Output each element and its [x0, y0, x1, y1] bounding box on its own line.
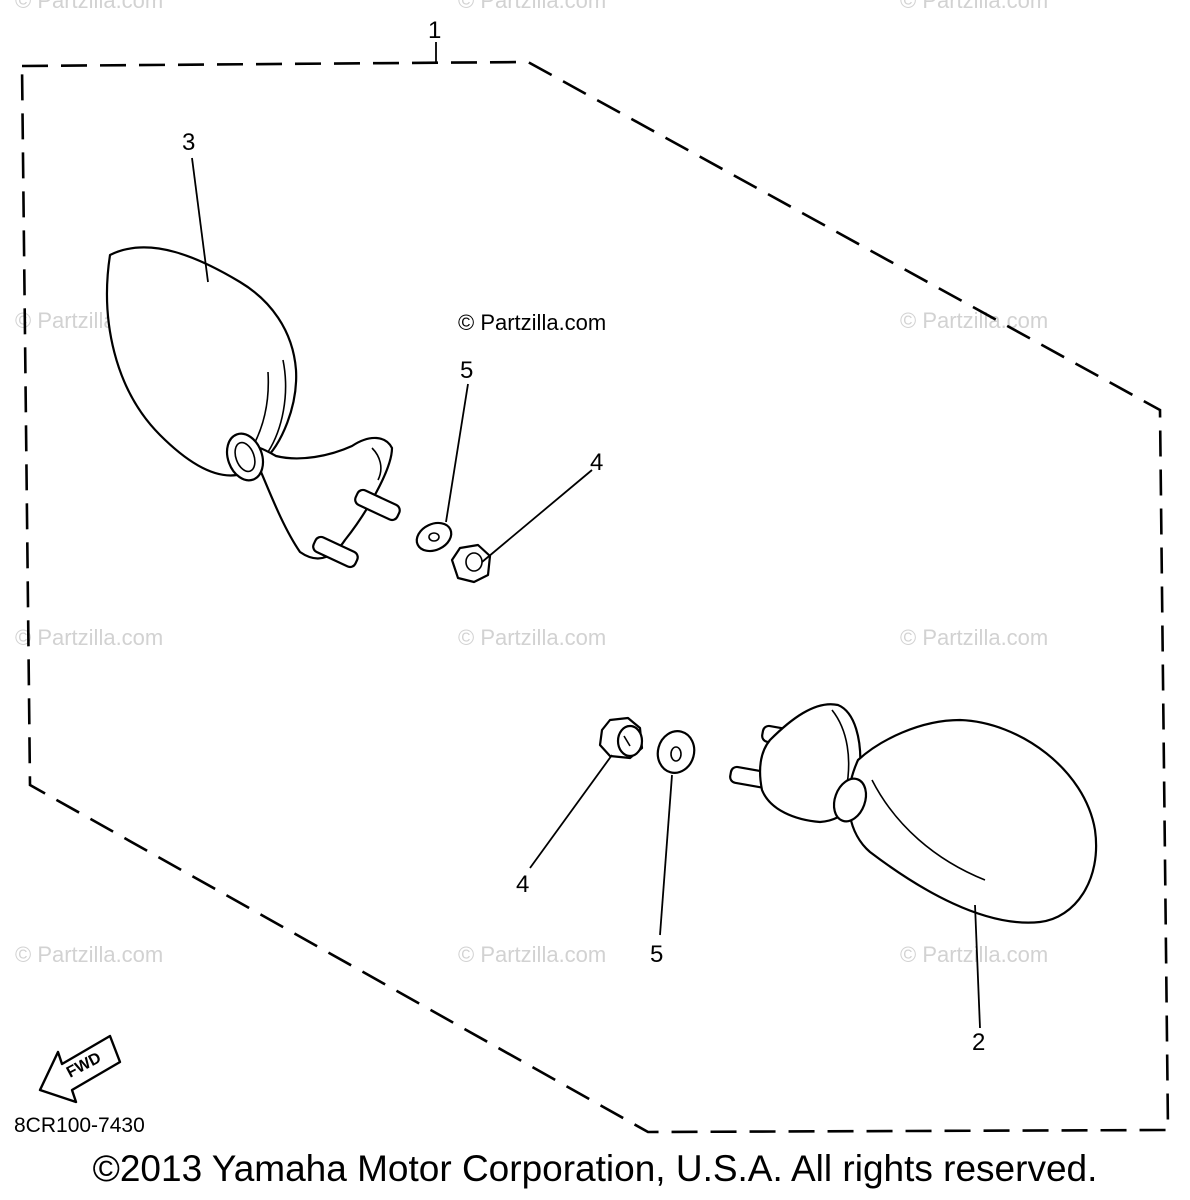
callout-5-upper: 5 [460, 357, 473, 384]
callout-1: 1 [428, 17, 441, 44]
watermark-row4-left: © Partzilla.com [15, 942, 163, 967]
watermark-top-center: © Partzilla.com [458, 0, 606, 13]
nut-lower [598, 716, 644, 760]
nut-upper [450, 543, 492, 584]
fwd-arrow-icon: FWD [38, 1034, 122, 1104]
leader-5-lower [659, 774, 673, 936]
callout-5-lower: 5 [650, 941, 663, 968]
leader-3 [191, 157, 209, 283]
watermark-row4-right: © Partzilla.com [900, 942, 1048, 967]
watermark-dark: © Partzilla.com [458, 310, 606, 335]
leader-4-lower [529, 754, 613, 869]
watermark-row3-left: © Partzilla.com [15, 625, 163, 650]
watermarks: © Partzilla.com © Partzilla.com © Partzi… [15, 0, 1048, 967]
leader-4-upper [481, 469, 593, 563]
watermark-top-left: © Partzilla.com [15, 0, 163, 13]
part-code: 8CR100-7430 [14, 1114, 145, 1137]
watermark-row3-center: © Partzilla.com [458, 625, 606, 650]
callout-4-upper: 4 [590, 449, 603, 476]
washer-upper [415, 521, 453, 553]
watermark-top-right: © Partzilla.com [900, 0, 1048, 13]
watermark-row4-center: © Partzilla.com [458, 942, 606, 967]
mirror-left [105, 246, 401, 569]
copyright-notice: ©2013 Yamaha Motor Corporation, U.S.A. A… [92, 1148, 1098, 1189]
kit-boundary [20, 60, 1170, 1134]
callout-2: 2 [972, 1029, 985, 1056]
watermark-mid-right: © Partzilla.com [900, 308, 1048, 333]
watermark-row3-right: © Partzilla.com [900, 625, 1048, 650]
callout-4-lower: 4 [516, 871, 529, 898]
leader-2 [974, 904, 981, 1029]
washer-lower [656, 730, 696, 774]
callout-3: 3 [182, 129, 195, 156]
mirror-right [729, 703, 1098, 924]
leader-5-upper [445, 383, 469, 523]
